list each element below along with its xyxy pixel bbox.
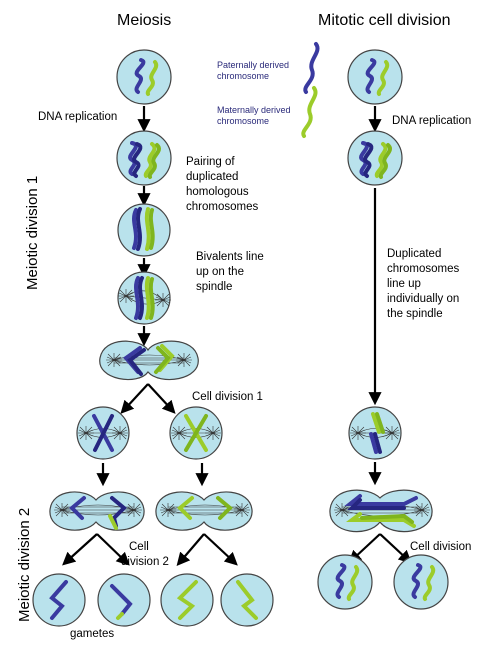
mitosis-line-up-line1: Duplicated <box>387 248 441 260</box>
meiosis-cell-division-2-line1: Cell <box>129 541 149 553</box>
mitosis-cell-division-label: Cell division <box>410 541 471 553</box>
legend-paternal-line2: chromosome <box>217 71 269 81</box>
paternal-chromosome-icon <box>303 42 320 94</box>
meiosis-cell-replicated <box>116 130 172 186</box>
meiosis-cell-division-2-line2: division 2 <box>121 556 169 568</box>
mitosis-daughter-left <box>317 554 373 610</box>
mitosis-line-up-line3: line up <box>387 278 421 290</box>
mitosis-cell-metaphase <box>348 406 402 460</box>
arrow-m5-right <box>147 383 176 414</box>
meiosis-title: Meiosis <box>117 12 171 29</box>
meiosis-pairing-line4: chromosomes <box>186 201 258 213</box>
legend-maternal: Maternally derived chromosome <box>217 86 318 138</box>
meiosis-cell-division-1-label: Cell division 1 <box>192 391 263 403</box>
meiosis-bivalents-line3: spindle <box>196 281 232 293</box>
legend-maternal-line2: chromosome <box>217 116 269 126</box>
legend-maternal-line1: Maternally derived <box>217 105 291 115</box>
arrow-x4-left <box>348 533 381 564</box>
meiosis-cell-anaphase2-right <box>155 491 253 531</box>
mitosis-cell-anaphase <box>329 489 433 533</box>
mitosis-line-up-line4: individually on <box>387 293 459 305</box>
meiosis-cell-initial <box>116 49 172 105</box>
meiosis-cell-spindle <box>117 271 172 325</box>
meiosis-cell-paired <box>117 203 171 257</box>
gametes-label: gametes <box>70 628 114 640</box>
meiosis-dna-replication-label: DNA replication <box>38 111 117 123</box>
arrow-m5-left <box>120 383 149 414</box>
meiotic-division-2-label: Meiotic division 2 <box>16 508 33 622</box>
meiotic-division-1-label: Meiotic division 1 <box>24 176 41 290</box>
arrow-m7-rr <box>203 533 238 566</box>
meiosis-cell-anaphase1 <box>99 340 199 381</box>
legend-paternal-line1: Paternally derived <box>217 60 289 70</box>
meiosis-daughter-cell-right <box>169 406 223 460</box>
mitosis-dna-replication-label: DNA replication <box>392 115 471 127</box>
meiosis-pairing-line3: homologous <box>186 186 249 198</box>
maternal-chromosome-icon <box>301 86 318 138</box>
meiosis-pairing-line2: duplicated <box>186 171 238 183</box>
meiosis-cell-anaphase2-left <box>49 491 145 531</box>
gamete-2 <box>97 573 151 627</box>
gamete-4 <box>220 573 274 627</box>
meiosis-pairing-line1: Pairing of <box>186 156 235 168</box>
gamete-3 <box>160 573 214 627</box>
legend-paternal: Paternally derived chromosome <box>217 42 320 94</box>
arrow-x4-right <box>379 533 412 564</box>
mitosis-cell-replicated <box>347 130 403 186</box>
meiosis-daughter-cell-left <box>76 406 130 460</box>
mitosis-daughter-right <box>393 554 449 610</box>
arrow-m7-ll <box>62 533 98 566</box>
meiosis-bivalents-line2: up on the <box>196 266 244 278</box>
meiosis-bivalents-line1: Bivalents line <box>196 251 264 263</box>
gamete-1 <box>32 573 86 627</box>
arrow-m7-lr <box>96 533 130 566</box>
mitotic-title: Mitotic cell division <box>318 12 450 29</box>
mitosis-line-up-line2: chromosomes <box>387 263 459 275</box>
mitosis-cell-initial <box>347 49 403 105</box>
mitosis-line-up-line5: the spindle <box>387 308 443 320</box>
arrow-m7-rl <box>176 533 205 567</box>
